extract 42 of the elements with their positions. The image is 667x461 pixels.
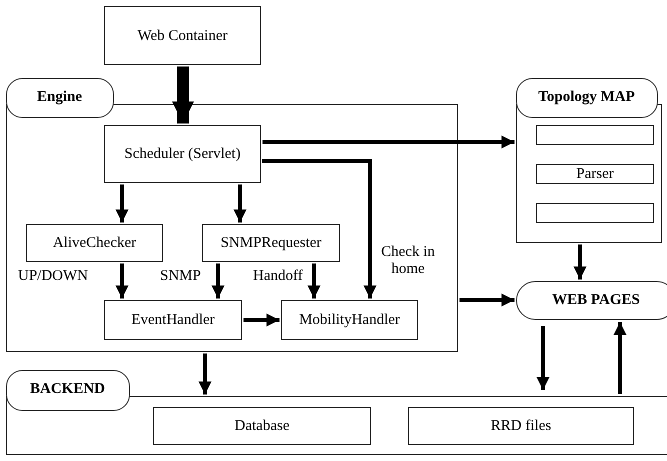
process-box xyxy=(408,407,634,445)
node-label: Database xyxy=(234,417,290,435)
arrow xyxy=(460,294,514,306)
empty-box xyxy=(536,203,654,223)
arrow xyxy=(536,326,550,390)
arrow xyxy=(308,264,320,298)
rounded-box xyxy=(516,281,667,320)
node-label: EventHandler xyxy=(130,311,216,329)
arrow xyxy=(262,159,376,298)
node-label: WEB PAGES xyxy=(552,292,640,309)
arrow xyxy=(234,184,246,222)
arrow xyxy=(212,264,224,298)
node-label: Web Container xyxy=(136,26,228,44)
panel-title: Topology MAP xyxy=(537,88,636,106)
node-label: SNMPRequester xyxy=(220,234,322,252)
arrow xyxy=(574,244,586,280)
panel-title: Engine xyxy=(36,88,83,106)
node-label: Scheduler (Servlet) xyxy=(123,145,242,163)
arrow xyxy=(614,322,626,394)
arrow xyxy=(262,136,514,148)
arrow xyxy=(172,66,194,124)
process-box xyxy=(26,224,163,262)
container-panel xyxy=(6,370,667,455)
empty-box xyxy=(536,125,654,145)
process-box xyxy=(104,300,242,340)
process-box xyxy=(202,224,340,262)
node-label: MobilityHandler xyxy=(298,311,401,329)
process-box xyxy=(536,164,654,184)
process-box xyxy=(153,407,371,445)
process-box xyxy=(104,6,261,65)
arrow xyxy=(244,314,280,326)
container-panel xyxy=(516,78,662,243)
process-box xyxy=(104,125,261,183)
node-label: AliveChecker xyxy=(52,234,138,252)
node-label: RRD files xyxy=(490,417,552,435)
process-box xyxy=(281,300,418,340)
node-label: Parser xyxy=(575,165,615,183)
container-panel xyxy=(6,78,458,352)
panel-title: BACKEND xyxy=(28,381,106,398)
arrow xyxy=(198,354,212,394)
arrow xyxy=(116,184,128,222)
arrow xyxy=(116,264,128,298)
